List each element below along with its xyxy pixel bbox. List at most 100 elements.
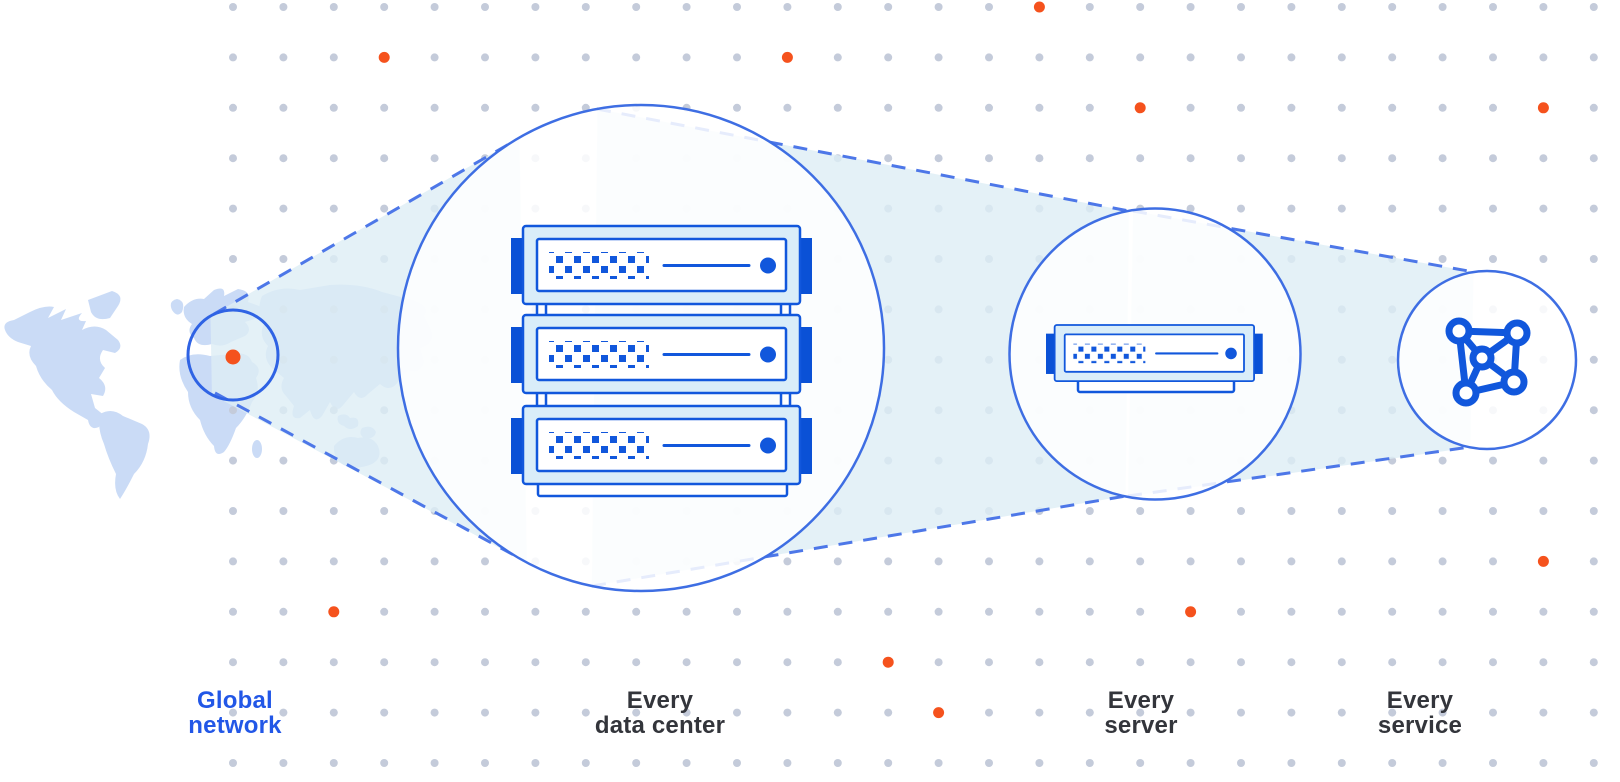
grid-dot (632, 759, 641, 767)
grid-dot (279, 456, 288, 465)
grid-dot (229, 154, 237, 163)
grid-dot (430, 607, 439, 616)
grid-dot (229, 456, 237, 465)
grid-dot (481, 103, 489, 112)
grid-dot (1589, 456, 1598, 465)
grid-dot (1186, 557, 1195, 566)
grid-dot-orange (1134, 102, 1146, 114)
grid-dot (934, 607, 943, 616)
grid-dot (531, 708, 540, 717)
grid-dot (329, 3, 338, 11)
grid-dot (1489, 759, 1497, 767)
map-location-dot (225, 349, 241, 365)
globe-highlight-circle (186, 308, 280, 402)
grid-dot (1539, 255, 1548, 263)
grid-dot (1438, 658, 1447, 667)
grid-dot (1388, 154, 1397, 163)
grid-dot (1489, 204, 1497, 213)
grid-dot (1589, 507, 1598, 515)
grid-dot (1085, 3, 1094, 11)
grid-dot (581, 658, 590, 667)
grid-dot (934, 557, 943, 566)
grid-dot (1136, 53, 1145, 62)
grid-dot (229, 103, 237, 112)
dashed-line-upper-2 (596, 107, 1130, 213)
grid-dot (1186, 658, 1195, 667)
grid-dot (1136, 3, 1145, 11)
grid-dot (733, 53, 741, 62)
stage-label-every-data-center: Every data center (595, 688, 725, 738)
grid-dot (632, 3, 641, 11)
grid-dot (1085, 607, 1094, 616)
grid-dot (1337, 507, 1346, 515)
grid-dot (380, 103, 389, 112)
grid-dot (229, 53, 237, 62)
grid-dot (1489, 658, 1497, 667)
grid-dot (884, 154, 893, 163)
grid-dot (481, 759, 489, 767)
grid-dot (1237, 507, 1245, 515)
grid-dot (279, 103, 288, 112)
grid-dot (1489, 3, 1497, 11)
grid-dot (733, 708, 741, 717)
grid-dot (733, 607, 741, 616)
grid-dot (985, 557, 993, 566)
grid-dot (1489, 557, 1497, 566)
grid-dot (430, 557, 439, 566)
grid-dot (985, 103, 993, 112)
graph-node (1500, 368, 1528, 396)
grid-dot (1489, 507, 1497, 515)
grid-dot (1539, 759, 1548, 767)
grid-dot (1035, 154, 1044, 163)
grid-dot (1489, 708, 1497, 717)
grid-dot (1388, 103, 1397, 112)
grid-dot (1438, 3, 1447, 11)
grid-dot (380, 154, 389, 163)
grid-dot (833, 3, 842, 11)
grid-dot (632, 53, 641, 62)
grid-dot (1035, 103, 1044, 112)
grid-dot (1438, 708, 1447, 717)
grid-dot (581, 607, 590, 616)
grid-dot (430, 3, 439, 11)
grid-dot (481, 53, 489, 62)
map-greenland (88, 291, 121, 320)
grid-dot (279, 708, 288, 717)
grid-dot (733, 658, 741, 667)
grid-dot (279, 557, 288, 566)
grid-dot (1589, 103, 1598, 112)
grid-dot (1035, 53, 1044, 62)
grid-dot (279, 53, 288, 62)
graph-node (1503, 319, 1531, 347)
grid-dot (430, 708, 439, 717)
grid-dot (1539, 507, 1548, 515)
grid-dot (380, 557, 389, 566)
grid-dot (481, 708, 489, 717)
grid-dot (581, 708, 590, 717)
grid-dot (329, 658, 338, 667)
grid-dot (1388, 53, 1397, 62)
grid-dot (1337, 759, 1346, 767)
grid-dot (329, 507, 338, 515)
grid-dot (229, 607, 237, 616)
grid-dot (1287, 53, 1296, 62)
grid-dot (229, 406, 237, 415)
grid-dot-orange (882, 656, 894, 668)
grid-dot (682, 3, 691, 11)
grid-dot (430, 658, 439, 667)
grid-dot (1589, 406, 1598, 415)
grid-dot-orange (378, 51, 390, 63)
grid-dot (229, 3, 237, 11)
grid-dot (380, 507, 389, 515)
grid-dot (1539, 204, 1548, 213)
stage-label-line: Global (197, 687, 273, 714)
grid-dot (1539, 658, 1548, 667)
grid-dot (682, 708, 691, 717)
graph-node (1452, 379, 1480, 407)
map-south-america (99, 410, 150, 499)
grid-dot (833, 607, 842, 616)
rack-unit-1 (509, 224, 814, 306)
grid-dot (1438, 607, 1447, 616)
grid-dot (279, 154, 288, 163)
